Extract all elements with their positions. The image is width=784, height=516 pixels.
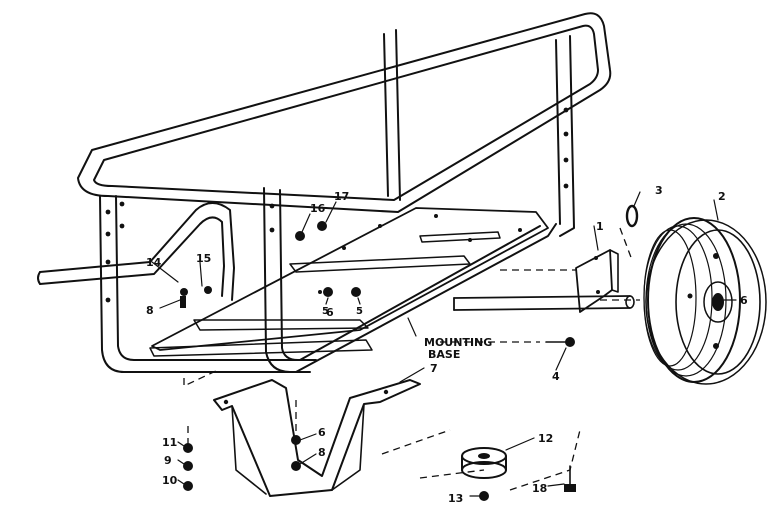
- mounting-base-plate: [149, 207, 549, 357]
- callout-7: 7: [430, 362, 438, 375]
- callout-14: 14: [146, 256, 162, 269]
- callout-9: 9: [164, 454, 172, 467]
- callout-10: 10: [162, 474, 178, 487]
- leader-lines: [151, 191, 737, 497]
- callout-5b: 5: [356, 306, 363, 317]
- callout-12: 12: [538, 432, 553, 445]
- support-foot: [213, 379, 421, 497]
- callout-8: 8: [146, 304, 154, 317]
- callout-13: 13: [448, 492, 463, 505]
- axle: [453, 295, 635, 311]
- mounting-base-label-line2: BASE: [428, 348, 460, 361]
- tubular-frame: [37, 12, 612, 373]
- callout-6-wheel: 6: [740, 294, 748, 307]
- callout-6: 6: [318, 426, 326, 439]
- assembly-lines: [183, 227, 640, 491]
- callout-11: 11: [162, 436, 177, 449]
- axle-bracket: [575, 249, 619, 313]
- callout-3: 3: [655, 184, 663, 197]
- mounting-base-label: MOUNTING BASE: [424, 336, 492, 361]
- rubber-mount: [461, 447, 507, 479]
- hardware: [180, 221, 489, 501]
- axle-bolt: [545, 337, 575, 347]
- callout-4: 4: [552, 370, 560, 383]
- callout-18: 18: [532, 482, 547, 495]
- mounting-base-label-line1: MOUNTING: [424, 336, 492, 349]
- callout-16: 16: [310, 202, 326, 215]
- callout-8b: 8: [318, 446, 326, 459]
- wheel: [643, 217, 767, 385]
- callout-5a: 5: [322, 306, 329, 317]
- callout-17: 17: [334, 190, 349, 203]
- retaining-ring: [625, 204, 639, 228]
- callout-15: 15: [196, 252, 211, 265]
- callout-labels: 1 2 3 4 5 5 6 7 8 8 9 10 11 12 13 14 15 …: [146, 184, 748, 505]
- callout-1: 1: [596, 220, 604, 233]
- callout-6-base: 6: [326, 306, 334, 319]
- callout-2: 2: [718, 190, 726, 203]
